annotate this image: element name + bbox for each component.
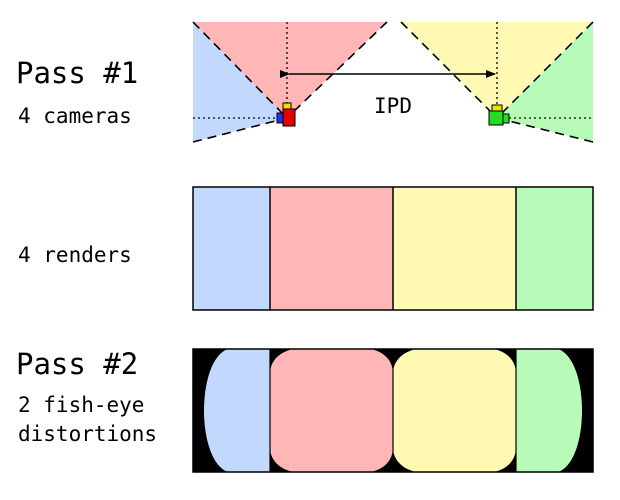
fisheye-yellow	[393, 349, 516, 472]
left-camera-icon	[276, 102, 296, 127]
camera-frusta	[193, 22, 593, 142]
frustum-yellow	[401, 22, 593, 118]
fisheye-frame	[192, 348, 594, 473]
fisheye-blue	[204, 349, 270, 472]
render-blue	[193, 187, 270, 310]
pass2-title: Pass #2	[16, 347, 139, 381]
pass1-subtitle: 4 cameras	[18, 104, 132, 128]
pass1-title: Pass #1	[16, 56, 139, 90]
fisheye-strip	[193, 349, 593, 472]
fisheye-red	[270, 349, 393, 472]
renders-label: 4 renders	[18, 243, 132, 267]
left-camera-side-lens	[276, 112, 284, 124]
render-green	[516, 187, 593, 310]
frustum-green	[497, 22, 593, 142]
pass2-subtitle-line1: 2 fish-eye	[18, 393, 145, 417]
left-camera-top-lens	[282, 102, 292, 110]
frustum-blue	[193, 22, 287, 142]
render-red	[270, 187, 393, 310]
render-yellow	[393, 187, 516, 310]
left-camera-body	[282, 108, 296, 127]
fisheye-green	[516, 349, 582, 472]
right-camera-side-lens	[502, 113, 510, 124]
right-camera-top-lens	[491, 104, 503, 112]
camera-axes	[193, 22, 593, 119]
ipd-label: IPD	[374, 94, 412, 118]
renders-strip	[192, 186, 594, 311]
pass2-subtitle-line2: distortions	[18, 422, 158, 446]
right-camera-body	[488, 110, 504, 126]
right-camera-icon	[488, 104, 510, 126]
frustum-edges	[192, 21, 594, 143]
